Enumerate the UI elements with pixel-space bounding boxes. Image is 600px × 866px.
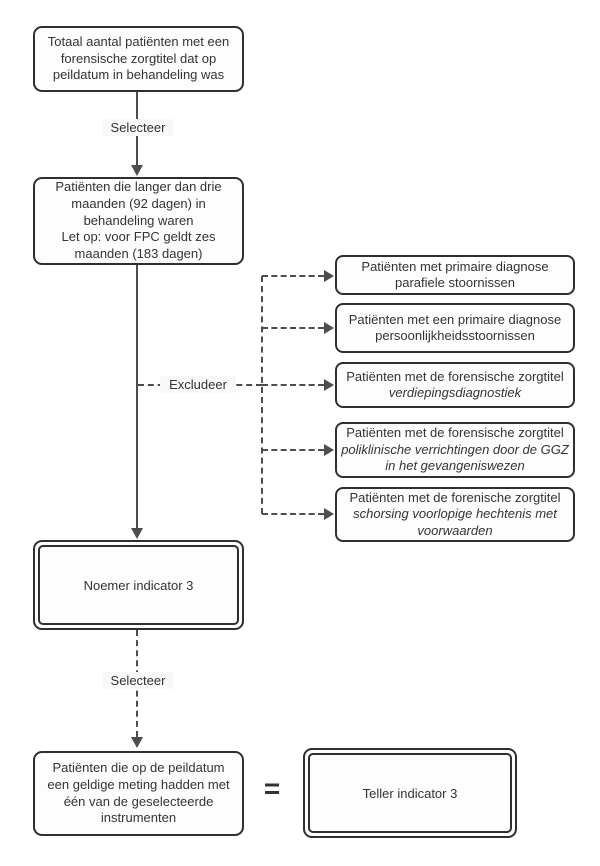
- arrowhead-down-1: [131, 165, 143, 176]
- exclusion-text-4: Patiënten met de forensische zorgtitel: [346, 425, 564, 441]
- exclusion-text-3: Patiënten met de forensische zorgtitel: [346, 368, 564, 384]
- exclusion-arrowhead-1: [324, 270, 334, 282]
- box-duration: Patiënten die langer dan drie maanden (9…: [33, 177, 244, 265]
- exclusion-arrowhead-3: [324, 379, 334, 391]
- exclusion-arrowhead-5: [324, 508, 334, 520]
- exclusion-box-persoonlijkheid: Patiënten met een primaire diagnose pers…: [335, 303, 575, 353]
- exclusion-italic-4: poliklinische verrichtingen door de GGZ …: [341, 441, 569, 474]
- box-teller-text: Teller indicator 3: [362, 785, 458, 801]
- box-total-patients: Totaal aantal patiënten met een forensis…: [33, 26, 244, 92]
- exclusion-connector-2: [262, 327, 324, 329]
- exclusion-text-1: Patiënten met primaire diagnose parafiel…: [361, 258, 549, 290]
- box-valid-measurement: Patiënten die op de peildatum een geldig…: [33, 751, 244, 836]
- box-duration-text-1: Patiënten die langer dan drie maanden (9…: [55, 179, 222, 228]
- exclusion-connector-1: [262, 275, 324, 277]
- label-excludeer: Excludeer: [160, 376, 236, 393]
- equals-sign: =: [263, 773, 281, 804]
- label-selecteer-1: Selecteer: [103, 119, 173, 136]
- exclusion-spine: [261, 276, 263, 514]
- exclusion-box-verdiepingsdiagnostiek: Patiënten met de forensische zorgtitel v…: [335, 362, 575, 408]
- box-teller-indicator: Teller indicator 3: [303, 748, 517, 838]
- exclusion-arrowhead-4: [324, 444, 334, 456]
- box-valid-measurement-text: Patiënten die op de peildatum een geldig…: [47, 760, 230, 826]
- exclusion-arrowhead-2: [324, 322, 334, 334]
- exclusion-box-schorsing: Patiënten met de forenische zorgtitel sc…: [335, 487, 575, 542]
- arrowhead-down-3: [131, 737, 143, 748]
- exclusion-italic-5: schorsing voorlopige hechtenis met voorw…: [353, 506, 557, 538]
- exclusion-italic-3: verdiepingsdiagnostiek: [388, 385, 522, 400]
- box-duration-text-2: Let op: voor FPC geldt zes maanden (183 …: [61, 229, 216, 261]
- box-noemer-indicator: Noemer indicator 3: [33, 540, 244, 630]
- exclusion-connector-4: [262, 449, 324, 451]
- exclusion-connector-5: [262, 513, 324, 515]
- box-total-patients-text: Totaal aantal patiënten met een forensis…: [47, 34, 230, 83]
- box-noemer-text: Noemer indicator 3: [83, 577, 194, 593]
- exclusion-text-2: Patiënten met een primaire diagnose pers…: [348, 311, 562, 343]
- connector-main-vertical: [136, 265, 138, 529]
- exclusion-connector-3: [262, 384, 324, 386]
- exclusion-box-poliklinisch: Patiënten met de forensische zorgtitel p…: [335, 422, 575, 478]
- arrowhead-down-2: [131, 528, 143, 539]
- label-selecteer-2: Selecteer: [103, 672, 173, 689]
- exclusion-box-parafiele: Patiënten met primaire diagnose parafiel…: [335, 255, 575, 295]
- exclusion-text-5: Patiënten met de forenische zorgtitel: [349, 489, 561, 505]
